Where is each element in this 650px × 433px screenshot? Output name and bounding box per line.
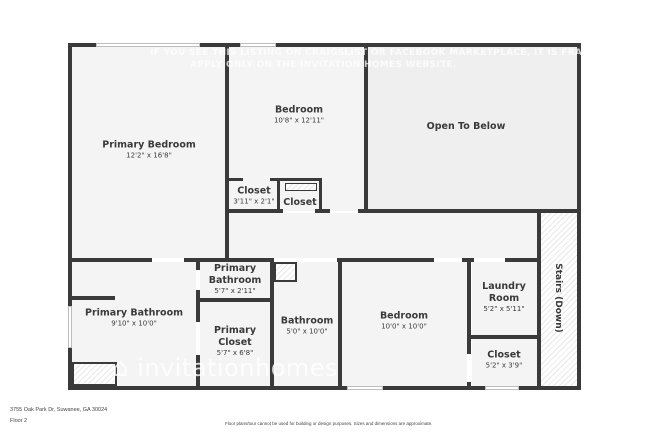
outer-wall-left: [68, 43, 72, 390]
room-dims: 9'10" x 10'0": [111, 319, 157, 328]
room-name-2: Bathroom: [208, 274, 262, 286]
wall-lower-top-b: [184, 258, 274, 262]
bathroom-floor: [274, 262, 338, 386]
bedroom-2-floor: [342, 262, 467, 386]
room-dims: 3'11" x 2'1": [233, 197, 275, 206]
window-primary-bedroom: [96, 43, 200, 47]
hallway-floor: [229, 213, 539, 258]
wall-pbath-right-a: [196, 258, 200, 270]
label-primary-closet: Primary Closet 5'7" x 6'8": [214, 325, 256, 358]
room-dims: 12'2" x 16'8": [126, 151, 172, 160]
room-dims: 10'8" x 12'11": [273, 116, 325, 125]
watermark-line-2: APPLY ONLY ON THE INVITATION HOMES WEBSI…: [190, 60, 457, 70]
label-open-to-below: Open To Below: [427, 121, 506, 133]
label-laundry: Laundry Room 5'2" x 5'11": [482, 281, 526, 314]
room-name-2: Closet: [218, 336, 252, 348]
room-name: Primary Bathroom: [85, 307, 183, 319]
wall-laundry-bottom: [467, 335, 541, 339]
room-dims: 5'7" x 2'11": [214, 286, 256, 295]
room-dims: 5'2" x 3'9": [485, 361, 523, 370]
closet-shelf-hatch: [285, 183, 317, 191]
outer-wall-bottom: [68, 386, 581, 390]
logo-text: invitationhomes: [137, 354, 339, 382]
room-name-2: Room: [488, 292, 520, 304]
room-name: Closet: [237, 185, 271, 197]
wall-closets-bottom-a: [225, 209, 283, 213]
house-logo-icon: ⌂: [112, 353, 130, 383]
wall-pbath-right-c: [196, 355, 200, 390]
label-closet-3: Closet 5'2" x 3'9": [486, 350, 523, 371]
wall-closet1-right: [277, 178, 280, 213]
wall-lower-top-a: [68, 258, 152, 262]
label-primary-bathroom: Primary Bathroom 9'10" x 10'0": [85, 308, 183, 329]
wall-hall-left: [225, 250, 229, 262]
wall-stairs-left: [537, 213, 541, 390]
invitation-homes-logo: ⌂ invitationhomes: [112, 353, 338, 383]
wall-primary-bedroom-right: [225, 47, 229, 258]
room-name: Bedroom: [274, 104, 324, 116]
stairs-hatch: [539, 213, 577, 386]
room-name: Open To Below: [426, 121, 506, 133]
window-bedroom-2: [347, 386, 383, 390]
window-primary-bathroom: [68, 306, 72, 348]
room-name: Primary Bedroom: [102, 139, 196, 151]
room-dims: 10'0" x 10'0": [381, 322, 427, 331]
primary-closet-floor: [200, 302, 270, 386]
room-name: Closet: [487, 349, 521, 361]
window-bedroom-1: [240, 43, 276, 47]
tub-hatch: [72, 362, 117, 386]
wall-lower-top-c: [337, 258, 434, 262]
wall-closet2-right: [319, 178, 322, 213]
disclaimer-text: Floor plans/tour cannot be used for buil…: [225, 421, 433, 426]
label-primary-bathroom-small: Primary Bathroom 5'7" x 2'11": [209, 263, 262, 296]
wall-bath-right: [338, 258, 342, 390]
wall-bedroom1-right: [364, 47, 368, 213]
watermark-line-1: IF YOU SEE THIS LISTING ON CRAIGSLIST OR…: [150, 48, 602, 58]
open-to-below-floor: [368, 47, 577, 209]
label-stairs: Stairs (Down): [553, 263, 563, 333]
primary-bathroom-small-floor: [200, 262, 270, 298]
wall-pbath-shelf: [72, 296, 115, 300]
wall-pbath-right-b: [196, 290, 200, 322]
window-closet-3: [485, 386, 519, 390]
wall-bedroom1-bottom-a: [225, 178, 243, 181]
room-name: Bathroom: [280, 315, 334, 327]
room-dims: 5'7" x 6'8": [216, 348, 254, 357]
label-bedroom-1: Bedroom 10'8" x 12'11": [274, 105, 324, 126]
label-closet-1: Closet 3'11" x 2'1": [233, 186, 274, 207]
label-closet-2: Closet: [283, 197, 316, 209]
room-name-1: Primary: [213, 324, 257, 336]
room-name: Bedroom: [379, 310, 429, 322]
address-text: 3755 Oak Park Dr, Suwanee, GA 30024: [10, 407, 108, 413]
wall-bedroom1-bottom-b: [270, 178, 322, 181]
label-bedroom-2: Bedroom 10'0" x 10'0": [380, 311, 428, 332]
closet-3-floor: [472, 339, 537, 386]
label-bathroom: Bathroom 5'0" x 10'0": [281, 316, 334, 337]
outer-wall-top: [68, 43, 581, 47]
wall-bedroom2-right-a: [467, 258, 471, 354]
wall-pcloset-right: [270, 258, 274, 390]
wall-psmall-bottom: [196, 298, 274, 302]
floor-label: Floor 2: [10, 418, 28, 424]
room-name-1: Laundry: [482, 280, 526, 292]
room-dims: 5'0" x 10'0": [286, 327, 328, 336]
room-dims: 5'2" x 5'11": [483, 304, 525, 313]
wall-bedroom2-right-b: [467, 382, 471, 390]
room-name: Closet: [283, 197, 317, 209]
label-primary-bedroom: Primary Bedroom 12'2" x 16'8": [102, 140, 196, 161]
wall-closets-bottom-b: [315, 209, 330, 213]
wall-closets-bottom-c: [358, 209, 368, 213]
outer-wall-right: [577, 43, 581, 390]
room-name-1: Primary: [213, 262, 257, 274]
wall-open-below-bottom: [364, 209, 581, 213]
wall-lower-top-e: [505, 258, 541, 262]
laundry-floor: [472, 262, 537, 335]
shaft-hatch: [274, 262, 297, 282]
primary-bedroom-floor: [72, 47, 225, 258]
